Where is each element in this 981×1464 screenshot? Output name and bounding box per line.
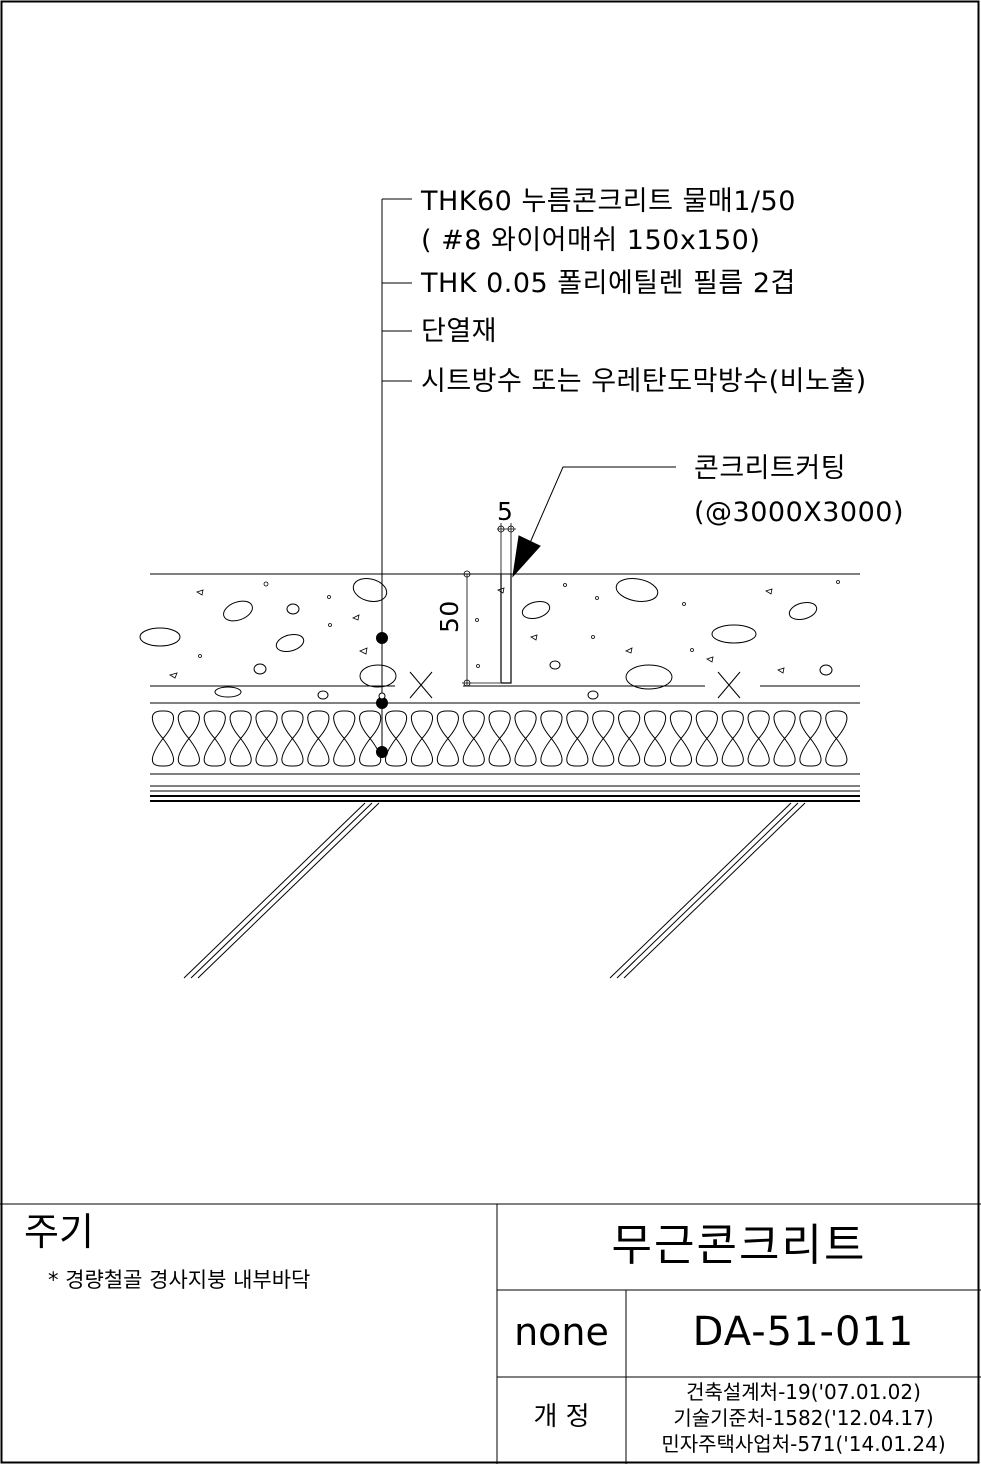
callout-cutting-spacing: (@3000X3000) bbox=[694, 497, 904, 528]
concrete-slab bbox=[139, 573, 860, 700]
title-block-grid bbox=[0, 1203, 981, 1464]
callout-concrete-cutting: 콘크리트커팅 bbox=[694, 453, 847, 484]
revision-entry: 건축설계처-19('07.01.02) bbox=[686, 1380, 921, 1404]
callout-wire-mesh: ( #8 와이어매쉬 150x150) bbox=[421, 225, 761, 256]
drawing-title: 무근콘크리트 bbox=[611, 1220, 867, 1271]
notes-title: 주기 bbox=[24, 1210, 94, 1254]
revision-label: 개 정 bbox=[533, 1402, 590, 1432]
callout-waterproofing: 시트방수 또는 우레탄도막방수(비노출) bbox=[421, 366, 867, 397]
dimension-marks bbox=[462, 523, 516, 687]
revision-entry: 기술기준처-1582('12.04.17) bbox=[673, 1406, 934, 1430]
aggregate-fine bbox=[169, 580, 840, 679]
callout-concrete: THK60 누름콘크리트 물매1/50 bbox=[421, 186, 796, 217]
revision-entry: 민자주택사업처-571('14.01.24) bbox=[661, 1432, 946, 1456]
drawing-scale: none bbox=[514, 1310, 609, 1354]
aggregate bbox=[139, 577, 833, 700]
dim-joint-depth: 50 bbox=[435, 600, 464, 633]
insulation-layer bbox=[150, 702, 860, 775]
notes-item: * 경량철골 경사지붕 내부바닥 bbox=[48, 1268, 311, 1292]
wire-mesh-mark bbox=[409, 671, 433, 699]
callout-insulation: 단열재 bbox=[421, 316, 498, 347]
layer-leader bbox=[376, 198, 412, 758]
concrete-cutting-joint bbox=[500, 574, 512, 684]
callout-pe-film: THK 0.05 폴리에틸렌 필름 2겹 bbox=[421, 268, 796, 299]
dim-joint-width: 5 bbox=[497, 497, 514, 526]
steel-rafter bbox=[183, 802, 806, 979]
wire-mesh-mark bbox=[717, 671, 741, 699]
waterproofing-layers bbox=[150, 785, 860, 802]
drawing-number: DA-51-011 bbox=[692, 1309, 915, 1355]
cutting-leader bbox=[512, 466, 676, 578]
